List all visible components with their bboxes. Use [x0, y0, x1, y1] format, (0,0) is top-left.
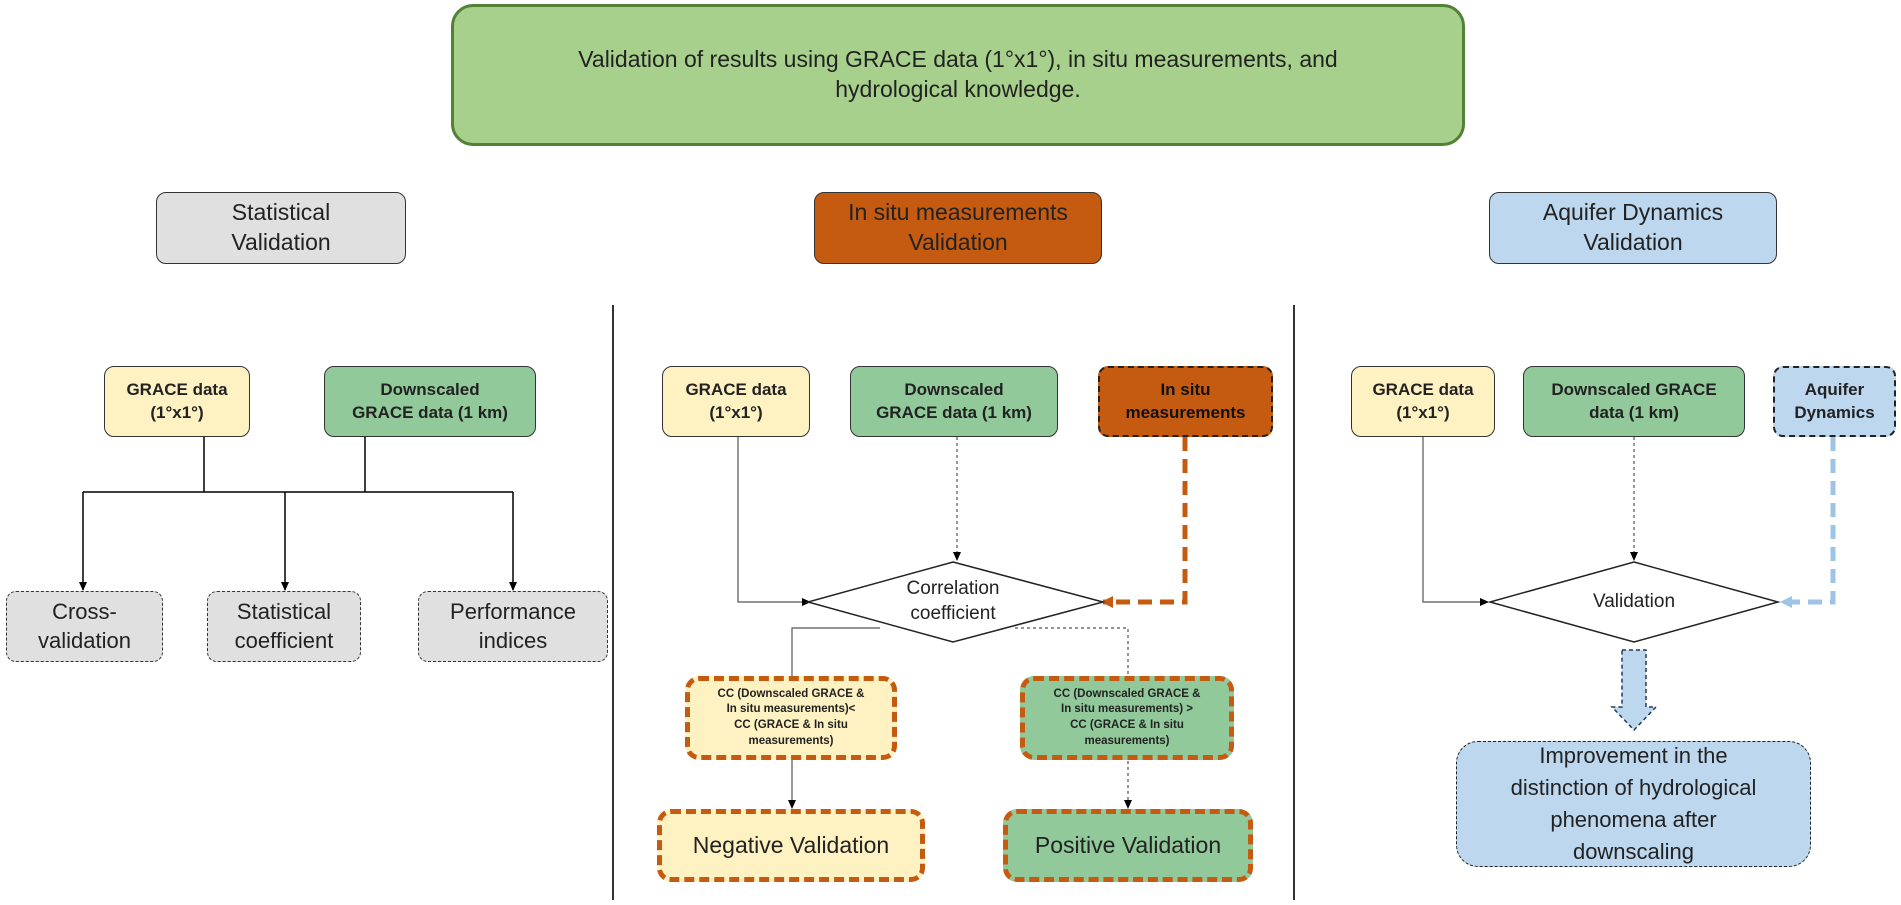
middle-downscaled-grace-box: Downscaled GRACE data (1 km)	[850, 366, 1058, 437]
right-grace-data-box: GRACE data (1°x1°)	[1351, 366, 1495, 437]
validation-label: Validation	[1592, 590, 1676, 612]
arrow-grace-to-correlation	[737, 437, 811, 606]
arrow-correlation-to-positive	[1015, 627, 1132, 809]
arrow-insitu-to-correlation	[1101, 437, 1188, 608]
performance-indices-box: Performance indices	[418, 591, 608, 662]
arrow-grace-to-validation	[1422, 437, 1489, 606]
statistical-validation-header: Statistical Validation	[156, 192, 406, 264]
arrow-aquifer-to-validation	[1780, 437, 1836, 608]
validation-diamond	[1487, 561, 1781, 643]
top-banner-text: Validation of results using GRACE data (…	[578, 46, 1338, 102]
cc-greater-condition-box: CC (Downscaled GRACE & In situ measureme…	[1020, 676, 1234, 760]
block-arrow-to-improvement	[1610, 649, 1658, 732]
left-downscaled-grace-box: Downscaled GRACE data (1 km)	[324, 366, 536, 437]
aquifer-validation-header: Aquifer Dynamics Validation	[1489, 192, 1777, 264]
middle-grace-data-box: GRACE data (1°x1°)	[662, 366, 810, 437]
right-downscaled-grace-box: Downscaled GRACE data (1 km)	[1523, 366, 1745, 437]
statistical-coefficient-box: Statistical coefficient	[207, 591, 361, 662]
insitu-validation-header: In situ measurements Validation	[814, 192, 1102, 264]
cross-validation-box: Cross- validation	[6, 591, 163, 662]
correlation-diamond	[805, 561, 1106, 643]
improvement-box: Improvement in the distinction of hydrol…	[1456, 741, 1811, 867]
left-grace-data-box: GRACE data (1°x1°)	[104, 366, 250, 437]
cc-less-condition-box: CC (Downscaled GRACE & In situ measureme…	[685, 676, 897, 760]
insitu-measurements-box: In situ measurements	[1098, 366, 1273, 437]
top-banner: Validation of results using GRACE data (…	[451, 4, 1465, 146]
correlation-coefficient-label: Correlation coefficient	[906, 578, 1000, 624]
positive-validation-box: Positive Validation	[1003, 809, 1253, 882]
negative-validation-box: Negative Validation	[657, 809, 925, 882]
aquifer-dynamics-box: Aquifer Dynamics	[1773, 366, 1896, 437]
